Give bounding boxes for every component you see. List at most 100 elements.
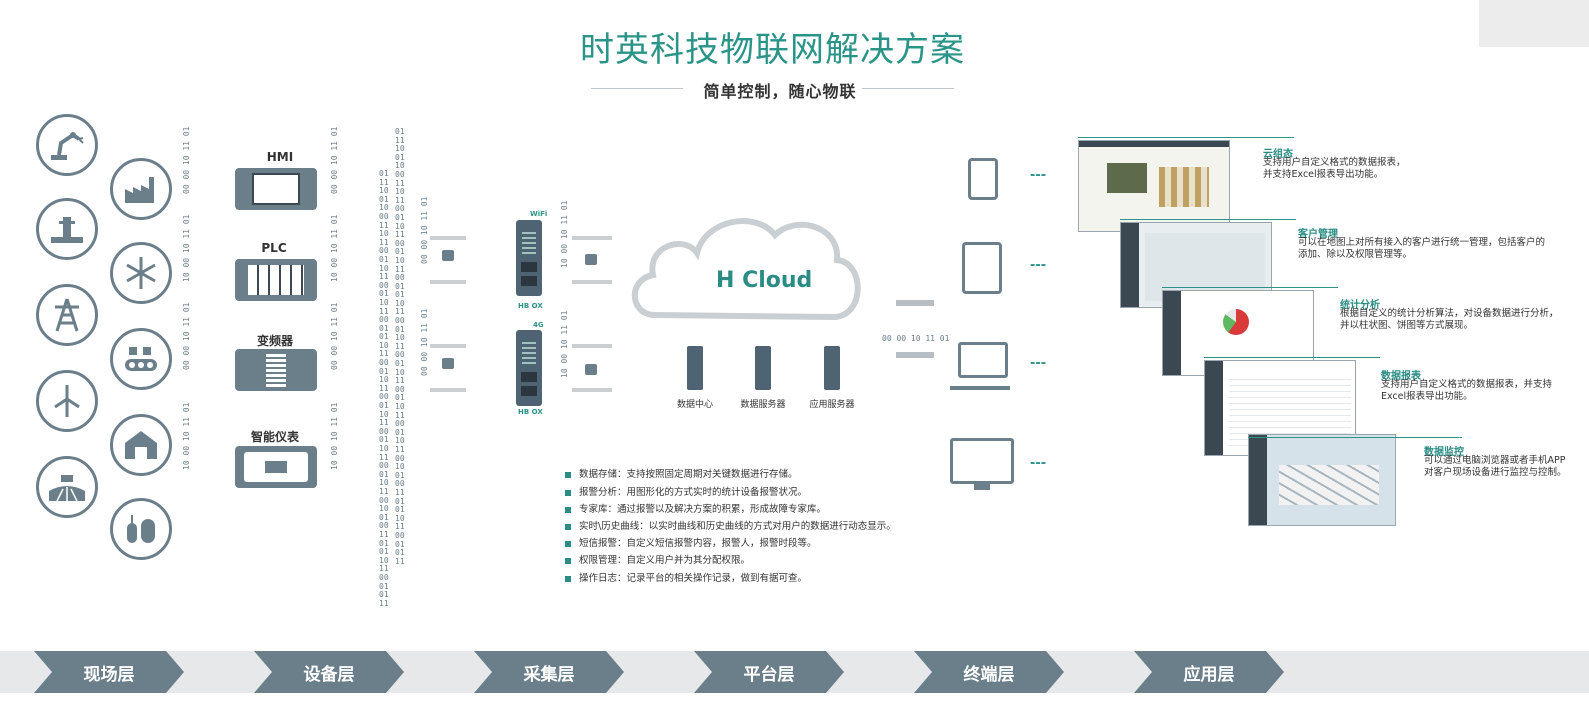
laptop-icon <box>958 342 1008 378</box>
inverter-device-icon <box>235 349 317 391</box>
laptop-base <box>950 386 1010 390</box>
barn-icon <box>110 414 172 476</box>
arrow-cloud-out <box>896 300 934 306</box>
app-screenshot-scada <box>1078 140 1230 232</box>
cloud-label: H Cloud <box>716 268 813 293</box>
meter-device-icon <box>235 446 317 488</box>
device-label-meter: 智能仪表 <box>250 430 299 444</box>
app-desc-monitor-2: 对客户现场设备进行监控与控制。 <box>1424 467 1567 478</box>
bits-device-2: 10 00 10 11 01 <box>330 214 339 282</box>
layer-collect: 采集层 <box>474 651 624 693</box>
feature-item: 短信报警：自定义短信报警内容，报警人，报警时段等。 <box>565 535 817 549</box>
app-screenshot-customer <box>1120 222 1272 308</box>
wind-turbine-icon <box>36 370 98 432</box>
tablet-icon <box>962 242 1002 294</box>
lock-icon <box>585 254 597 265</box>
app-title-report: 数据报表 <box>1381 371 1421 382</box>
arrow-gw-cloud-3 <box>572 344 612 348</box>
app-connector-1 <box>1078 137 1294 138</box>
feature-item: 实时\历史曲线：以实时曲线和历史曲线的方式对用户的数据进行动态显示。 <box>565 518 896 532</box>
hmi-device-icon <box>235 168 317 210</box>
bits-gw-out-1: 10 00 10 11 01 <box>560 200 569 268</box>
arrow-gw-cloud-1 <box>572 236 612 240</box>
terminal-dash-4: --- <box>1030 456 1047 471</box>
bits-column-right: 01 11 10 01 10 00 11 10 11 00 01 10 11 0… <box>395 127 405 566</box>
bits-column-left: 01 11 10 01 10 00 11 10 11 00 01 10 11 0… <box>379 169 389 608</box>
bits-field-2: 10 00 10 11 01 <box>182 214 191 282</box>
feature-item: 报警分析：用图形化的方式实时的统计设备报警状况。 <box>565 484 807 498</box>
app-server-icon <box>824 346 840 390</box>
app-title-customer: 客户管理 <box>1298 229 1338 240</box>
bits-device-3: 00 00 10 11 01 <box>330 302 339 370</box>
lock-icon <box>442 250 454 261</box>
conveyor-icon <box>110 328 172 390</box>
server-label-data: 数据服务器 <box>740 400 786 410</box>
page-subtitle: 简单控制，随心物联 <box>703 82 857 101</box>
bits-gw-in-1: 00 00 10 11 01 <box>420 196 429 264</box>
app-desc-monitor-1: 可以通过电脑浏览器或者手机APP <box>1424 455 1566 466</box>
arrow-left-2 <box>430 344 466 348</box>
lock-icon <box>585 364 597 375</box>
lock-icon <box>442 358 454 369</box>
cloud-icon <box>631 218 861 321</box>
subtitle-line-right <box>862 88 954 89</box>
arrow-left-1 <box>430 236 466 240</box>
feature-item: 权限管理：自定义用户并为其分配权限。 <box>565 552 750 566</box>
monitor-stand <box>974 484 990 490</box>
feature-item: 专家库：通过报警以及解决方案的积累，形成故障专家库。 <box>565 501 826 515</box>
monitor-icon <box>950 438 1014 484</box>
bits-device-1: 00 00 10 11 01 <box>330 126 339 194</box>
data-center-server-icon <box>687 346 703 390</box>
arrow-cloud-in <box>896 352 934 358</box>
app-desc-customer-1: 可以在地图上对所有接入的客户进行统一管理，包括客户的 <box>1298 237 1546 248</box>
oil-well-icon <box>36 198 98 260</box>
bits-device-4: 10 00 10 11 01 <box>330 402 339 470</box>
gateway-signal-wifi: WiFi <box>530 210 548 218</box>
subtitle-line-left <box>591 88 683 89</box>
device-label-plc: PLC <box>261 241 287 255</box>
gateway-signal-4g: 4G <box>533 321 544 329</box>
app-desc-stats-1: 根据自定义的统计分析算法，对设备数据进行分析， <box>1340 308 1559 319</box>
app-title-stats: 统计分析 <box>1340 300 1380 311</box>
snowflake-icon <box>110 242 172 304</box>
chemical-tank-icon <box>110 498 172 560</box>
terminal-dash-3: --- <box>1030 356 1047 371</box>
terminal-dash-2: --- <box>1030 258 1047 273</box>
terminal-dash-1: --- <box>1030 168 1047 183</box>
server-label-datacenter: 数据中心 <box>676 400 713 410</box>
bits-gw-out-2: 10 00 10 11 01 <box>560 310 569 378</box>
bits-field-3: 00 00 10 11 01 <box>182 302 191 370</box>
layer-device: 设备层 <box>254 651 404 693</box>
farmland-icon <box>36 456 98 518</box>
app-desc-report-1: 支持用户自定义格式的数据报表，并支持 <box>1381 379 1553 390</box>
layer-field: 现场层 <box>34 651 184 693</box>
device-label-inverter: 变频器 <box>256 334 293 348</box>
gateway-device-4g <box>516 330 542 406</box>
app-desc-report-2: Excel报表导出功能。 <box>1381 391 1473 402</box>
app-title-scada: 云组态 <box>1263 149 1293 160</box>
page-title: 时英科技物联网解决方案 <box>580 30 965 70</box>
arrow-right-1 <box>430 280 466 284</box>
arrow-gw-cloud-2 <box>572 280 612 284</box>
bits-gw-in-2: 00 00 10 11 01 <box>420 308 429 376</box>
bits-field-4: 10 00 10 11 01 <box>182 402 191 470</box>
gateway-label-2: HB OX <box>518 408 543 416</box>
arrow-gw-cloud-4 <box>572 388 612 392</box>
arrow-right-2 <box>430 388 466 392</box>
data-server-icon <box>755 346 771 390</box>
factory-icon <box>110 158 172 220</box>
app-connector-2 <box>1120 219 1296 220</box>
power-tower-icon <box>36 284 98 346</box>
app-connector-5 <box>1248 437 1462 438</box>
app-screenshot-monitor <box>1248 434 1396 526</box>
phone-icon <box>968 158 998 200</box>
gateway-label-1: HB OX <box>518 302 543 310</box>
app-connector-4 <box>1204 357 1380 358</box>
plc-device-icon <box>235 259 317 301</box>
feature-item: 操作日志：记录平台的相关操作记录，做到有据可查。 <box>565 570 807 584</box>
robot-arm-icon <box>36 114 98 176</box>
layer-application: 应用层 <box>1134 651 1284 693</box>
app-title-monitor: 数据监控 <box>1424 447 1464 458</box>
layer-terminal: 终端层 <box>914 651 1064 693</box>
app-desc-stats-2: 并以柱状图、饼图等方式展现。 <box>1340 320 1474 331</box>
